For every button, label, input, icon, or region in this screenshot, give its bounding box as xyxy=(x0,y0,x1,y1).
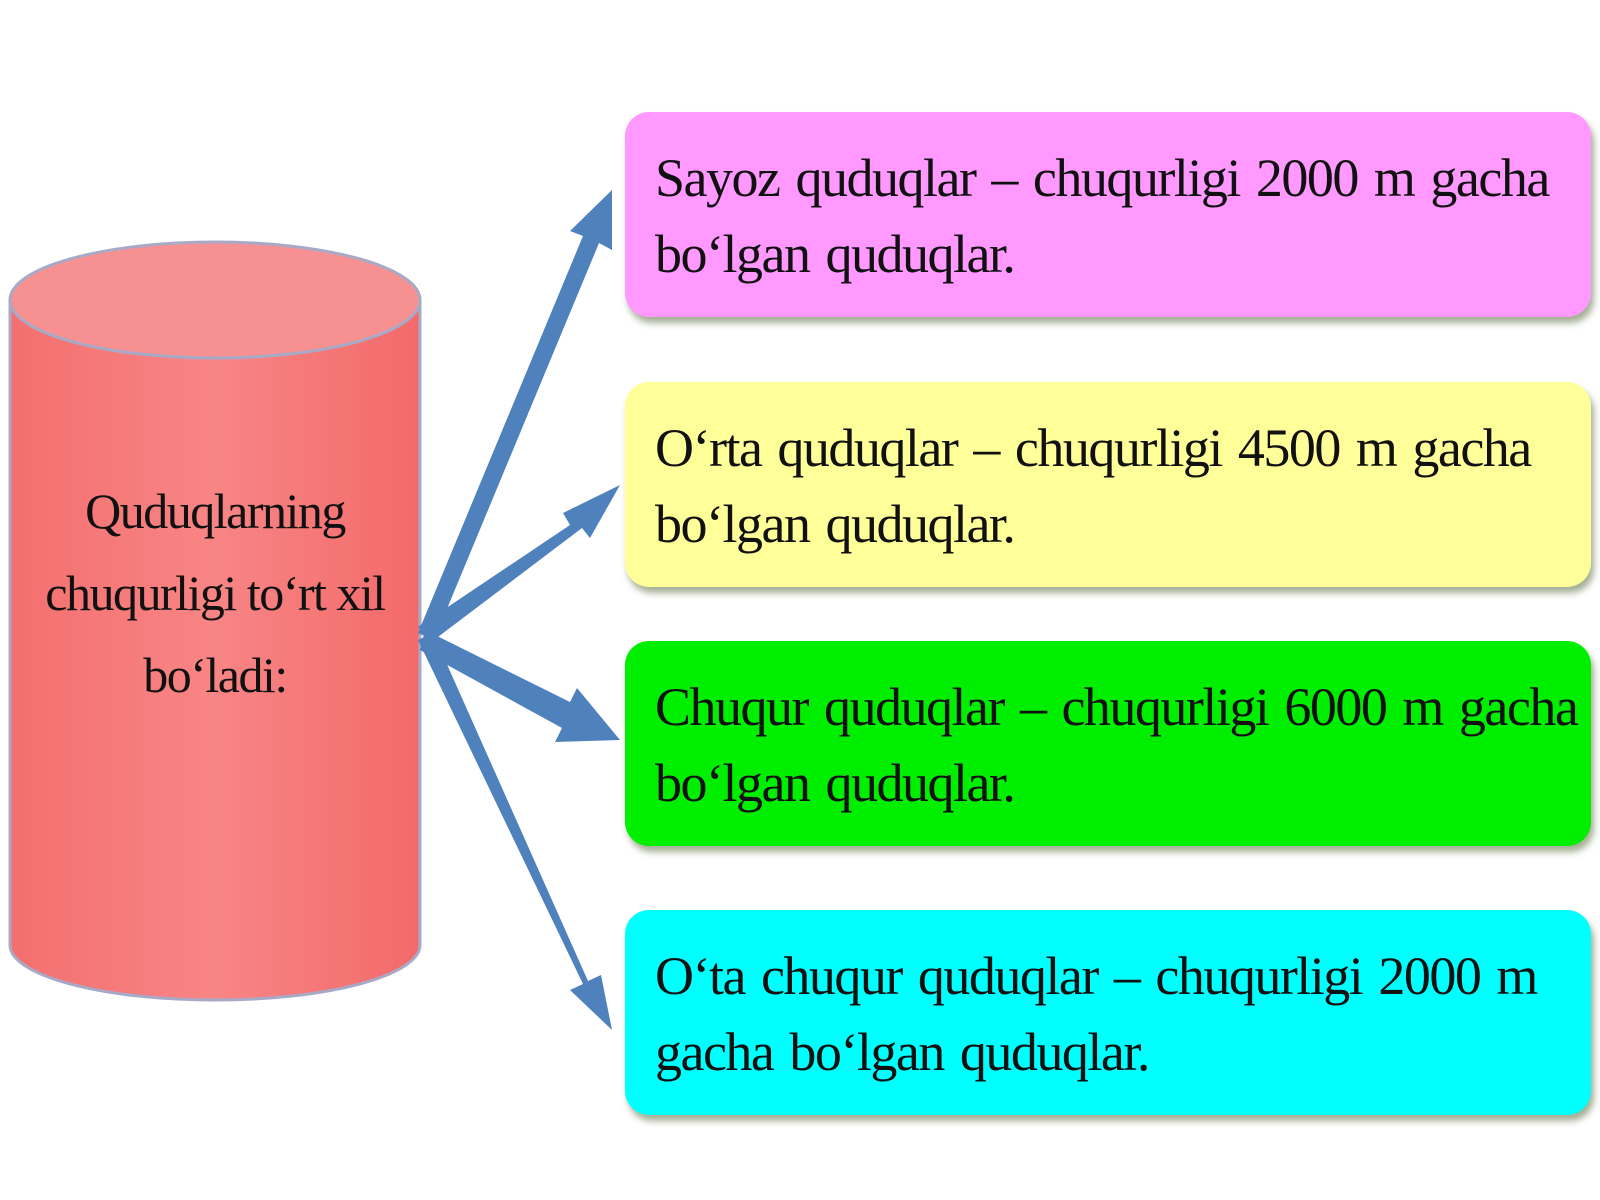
arrow-to-box-4 xyxy=(418,633,612,1030)
box-text-line: bo‘lgan quduqlar. xyxy=(655,224,1016,284)
arrow-group xyxy=(418,190,620,1030)
box-text-line: gacha bo‘lgan quduqlar. xyxy=(655,1022,1150,1082)
box-text-line: Chuqur quduqlar – chuqurligi 6000 m gach… xyxy=(655,677,1579,737)
arrow-to-box-3 xyxy=(420,630,620,742)
arrow-to-box-1 xyxy=(418,190,612,640)
cylinder-label-line: Quduqlarning xyxy=(85,483,346,539)
cylinder-label-line: chuqurligi to‘rt xil xyxy=(45,565,386,621)
box-text-line: O‘rta quduqlar – chuqurligi 4500 m gacha xyxy=(655,418,1532,478)
box-orta-quduqlar: O‘rta quduqlar – chuqurligi 4500 m gacha… xyxy=(625,382,1591,587)
box-chuqur-quduqlar: Chuqur quduqlar – chuqurligi 6000 m gach… xyxy=(625,641,1591,846)
box-sayoz-quduqlar: Sayoz quduqlar – chuqurligi 2000 m gacha… xyxy=(625,112,1591,317)
arrow-to-box-2 xyxy=(418,485,620,643)
box-text-line: bo‘lgan quduqlar. xyxy=(655,753,1016,813)
box-text-line: bo‘lgan quduqlar. xyxy=(655,494,1016,554)
cylinder-label: Quduqlarning chuqurligi to‘rt xil bo‘lad… xyxy=(30,470,400,716)
box-ota-chuqur-quduqlar: O‘ta chuqur quduqlar – chuqurligi 2000 m… xyxy=(625,910,1591,1115)
cylinder-label-line: bo‘ladi: xyxy=(143,647,288,703)
box-text-line: Sayoz quduqlar – chuqurligi 2000 m gacha xyxy=(655,148,1550,208)
box-text-line: O‘ta chuqur quduqlar – chuqurligi 2000 m xyxy=(655,946,1538,1006)
cylinder-shape xyxy=(8,240,422,1002)
